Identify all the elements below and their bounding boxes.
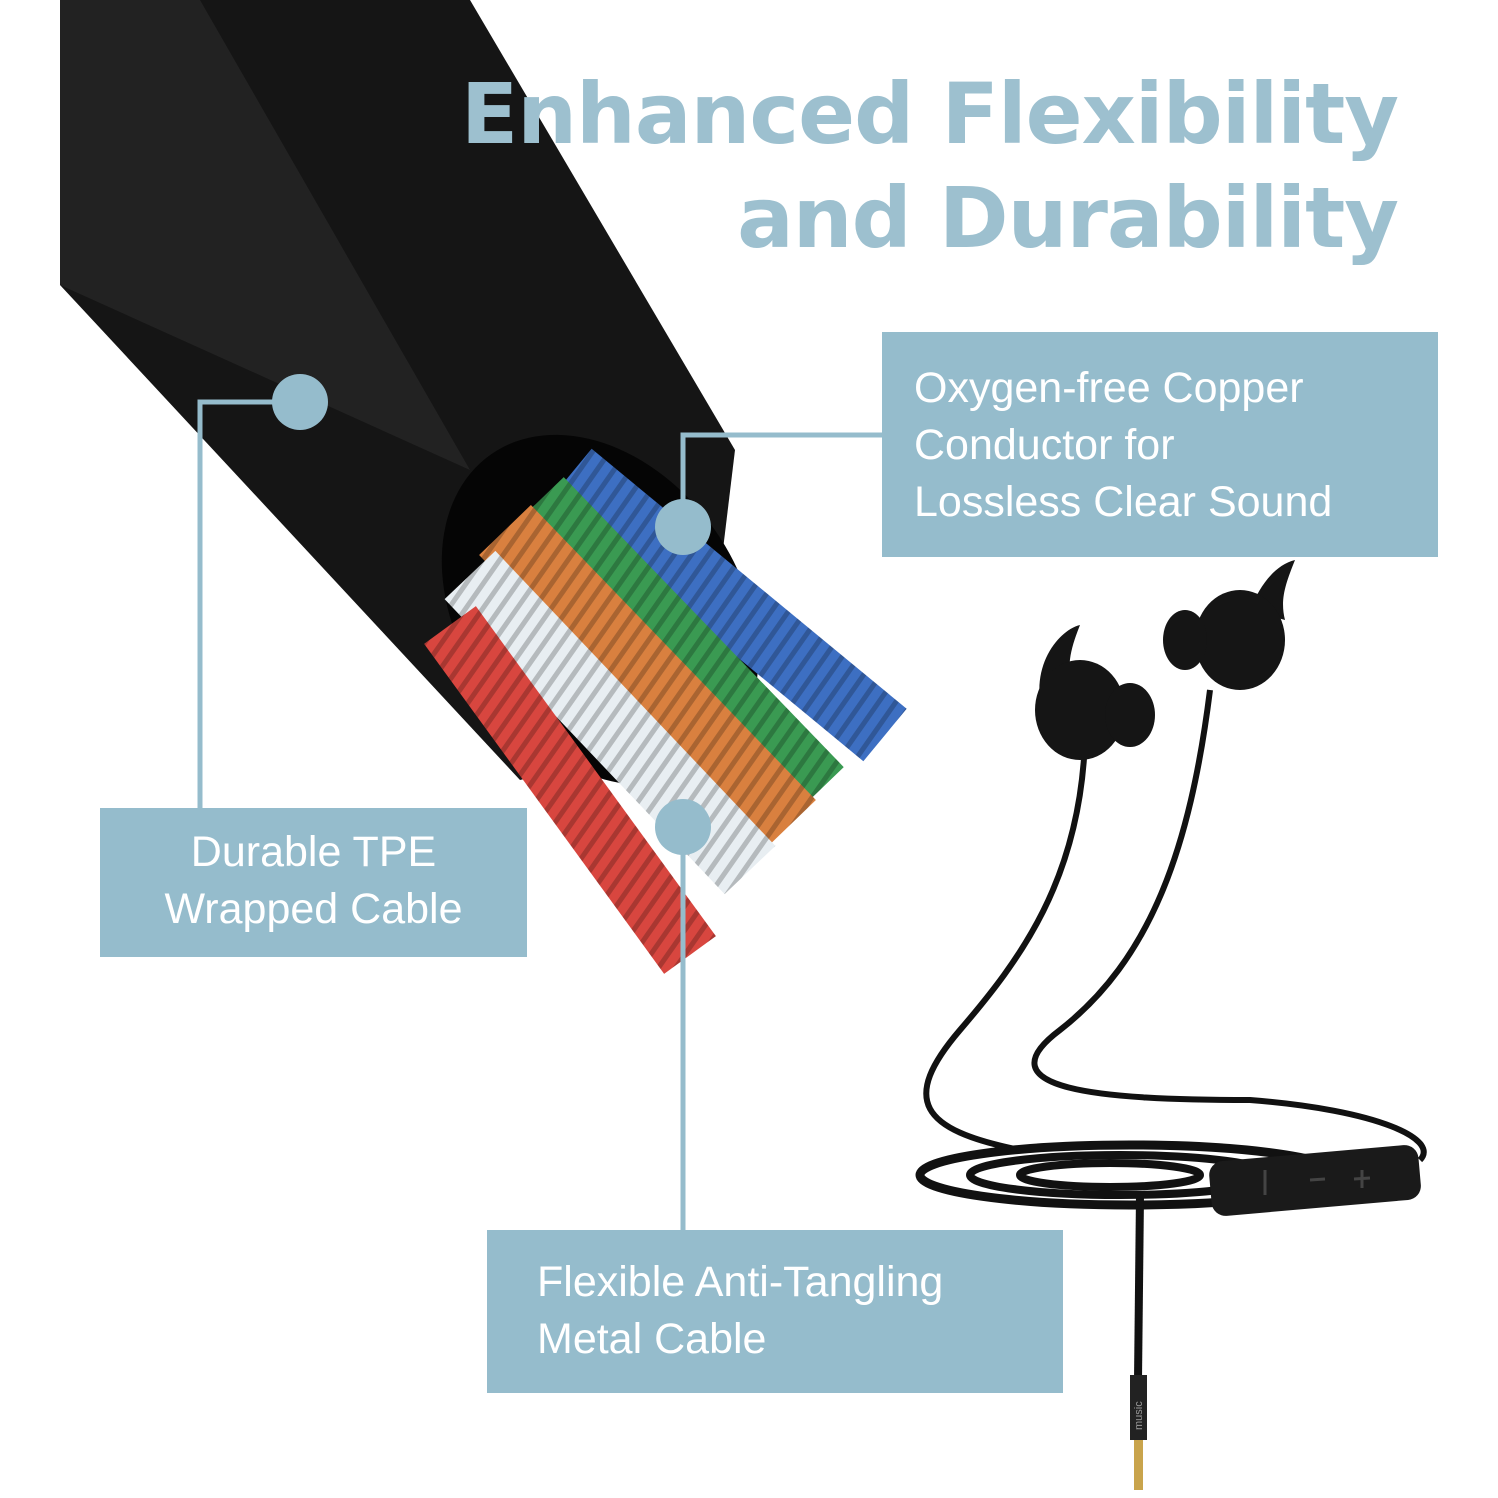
callout-text: Flexible Anti-Tangling bbox=[537, 1258, 944, 1306]
callout-text: Oxygen-free Copper bbox=[914, 364, 1304, 412]
callout-text: Durable TPE bbox=[190, 828, 437, 876]
callout-leaders bbox=[197, 399, 882, 1230]
copper-wires bbox=[424, 448, 907, 974]
volume-down-icon bbox=[1309, 1177, 1326, 1182]
headline-line-1: Enhanced Flexibility bbox=[460, 65, 1399, 163]
earbud-right bbox=[1163, 560, 1295, 690]
callout-text: Wrapped Cable bbox=[164, 885, 463, 933]
inline-remote bbox=[1209, 1145, 1421, 1216]
leader-copper bbox=[680, 432, 882, 527]
headline: Enhanced Flexibility and Durability bbox=[460, 62, 1399, 270]
callout-tpe-cable: Durable TPE Wrapped Cable bbox=[100, 808, 527, 957]
callout-text: Lossless Clear Sound bbox=[914, 478, 1333, 526]
callout-dot-tpe bbox=[272, 374, 328, 430]
callout-dot-metal bbox=[655, 799, 711, 855]
callout-anti-tangling: Flexible Anti-Tangling Metal Cable bbox=[487, 1230, 1063, 1393]
callout-text: Metal Cable bbox=[537, 1315, 767, 1363]
headline-line-2: and Durability bbox=[737, 169, 1399, 267]
leader-tpe bbox=[197, 399, 280, 808]
callout-copper-conductor: Oxygen-free Copper Conductor for Lossles… bbox=[882, 332, 1438, 557]
callout-dot-copper bbox=[655, 499, 711, 555]
callout-text: Conductor for bbox=[914, 421, 1175, 469]
audio-jack: music bbox=[1130, 1375, 1147, 1490]
earbud-left bbox=[1035, 625, 1155, 760]
volume-up-icon bbox=[1353, 1170, 1371, 1188]
brand-logo: music bbox=[1133, 1401, 1145, 1430]
